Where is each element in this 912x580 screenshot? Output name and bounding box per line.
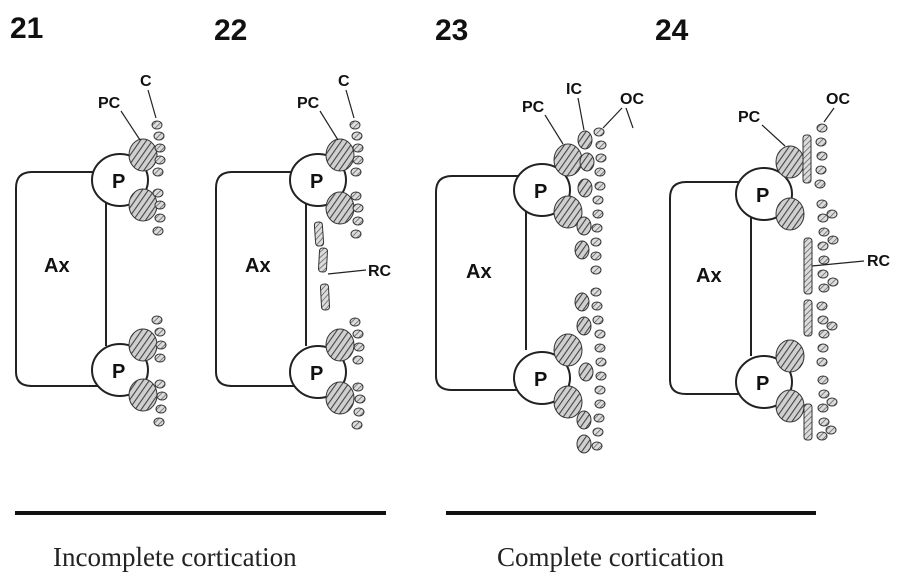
leader-line	[327, 269, 367, 275]
pericentral-label: PC	[98, 95, 121, 112]
leader-line	[147, 89, 157, 119]
outer-cortical-cell-group	[590, 127, 607, 451]
periaxial-label: P	[534, 181, 547, 203]
pericentral-cell	[553, 195, 583, 229]
axial-cell-label: Ax	[44, 255, 70, 277]
outer-cortical-label: OC	[826, 91, 850, 108]
pericentral-cell	[775, 389, 805, 423]
rhizoidal-cell-group	[802, 134, 813, 441]
axial-cell-label: Ax	[696, 265, 722, 287]
panel-24: P P Ax PC	[669, 91, 891, 441]
periaxial-cell	[735, 355, 793, 409]
periaxial-label: P	[112, 171, 125, 193]
pericentral-cell	[553, 143, 583, 177]
panel-21: P P Ax PC C	[15, 73, 168, 427]
leader-line	[823, 107, 835, 123]
pericentral-cell	[325, 191, 355, 225]
leader-line	[602, 107, 623, 129]
leader-line	[345, 89, 355, 119]
leader-line	[319, 110, 339, 141]
axial-cell-outline	[435, 175, 532, 391]
cortical-cell-cluster	[151, 120, 168, 427]
cortical-label: C	[140, 73, 152, 90]
leader-line	[577, 97, 585, 131]
pericentral-cell	[128, 138, 158, 172]
rhizoidal-cell-group	[313, 221, 331, 311]
periaxial-label: P	[112, 361, 125, 383]
pericentral-cell	[128, 378, 158, 412]
panel-number-21: 21	[10, 12, 43, 45]
cortical-cell-cluster	[349, 120, 366, 430]
pericentral-cell	[553, 385, 583, 419]
leader-line	[811, 260, 865, 267]
periaxial-label: P	[310, 363, 323, 385]
inner-cortical-cell-group	[574, 130, 595, 454]
leader-line	[625, 107, 634, 129]
leader-line	[120, 110, 141, 141]
axial-cell-label: Ax	[245, 255, 271, 277]
periaxial-label: P	[756, 185, 769, 207]
caption-incomplete: Incomplete cortication	[53, 542, 297, 572]
pericentral-cell	[325, 328, 355, 362]
pericentral-cell	[775, 145, 805, 179]
pericentral-cell	[553, 333, 583, 367]
axial-cell-outline	[15, 171, 112, 387]
cortical-label: C	[338, 73, 350, 90]
pericentral-label: PC	[297, 95, 320, 112]
periaxial-label: P	[310, 171, 323, 193]
pericentral-cell	[775, 339, 805, 373]
rhizoidal-label: RC	[867, 253, 891, 270]
panel-number-22: 22	[214, 14, 247, 47]
panel-number-23: 23	[435, 14, 468, 47]
inner-cortical-label: IC	[566, 81, 582, 98]
periaxial-label: P	[756, 373, 769, 395]
panel-22: P P Ax PC C RC	[215, 73, 392, 430]
rhizoidal-label: RC	[368, 263, 392, 280]
pericentral-cell	[128, 328, 158, 362]
outer-cortical-label: OC	[620, 91, 644, 108]
leader-line	[544, 114, 564, 145]
panel-23: P P Ax PC IC	[435, 81, 644, 454]
axial-cell-label: Ax	[466, 261, 492, 283]
pericentral-cell	[325, 381, 355, 415]
panel-number-24: 24	[655, 14, 689, 47]
pericentral-label: PC	[522, 99, 545, 116]
outer-cortical-cell-group	[814, 123, 839, 441]
periaxial-label: P	[534, 369, 547, 391]
axial-cell-outline	[669, 181, 757, 395]
pericentral-label: PC	[738, 109, 761, 126]
periaxial-cell	[513, 351, 571, 405]
leader-line	[761, 124, 786, 147]
pericentral-cell	[775, 197, 805, 231]
axial-cell-outline	[215, 171, 312, 387]
pericentral-cell	[325, 138, 355, 172]
caption-complete: Complete cortication	[497, 542, 725, 572]
